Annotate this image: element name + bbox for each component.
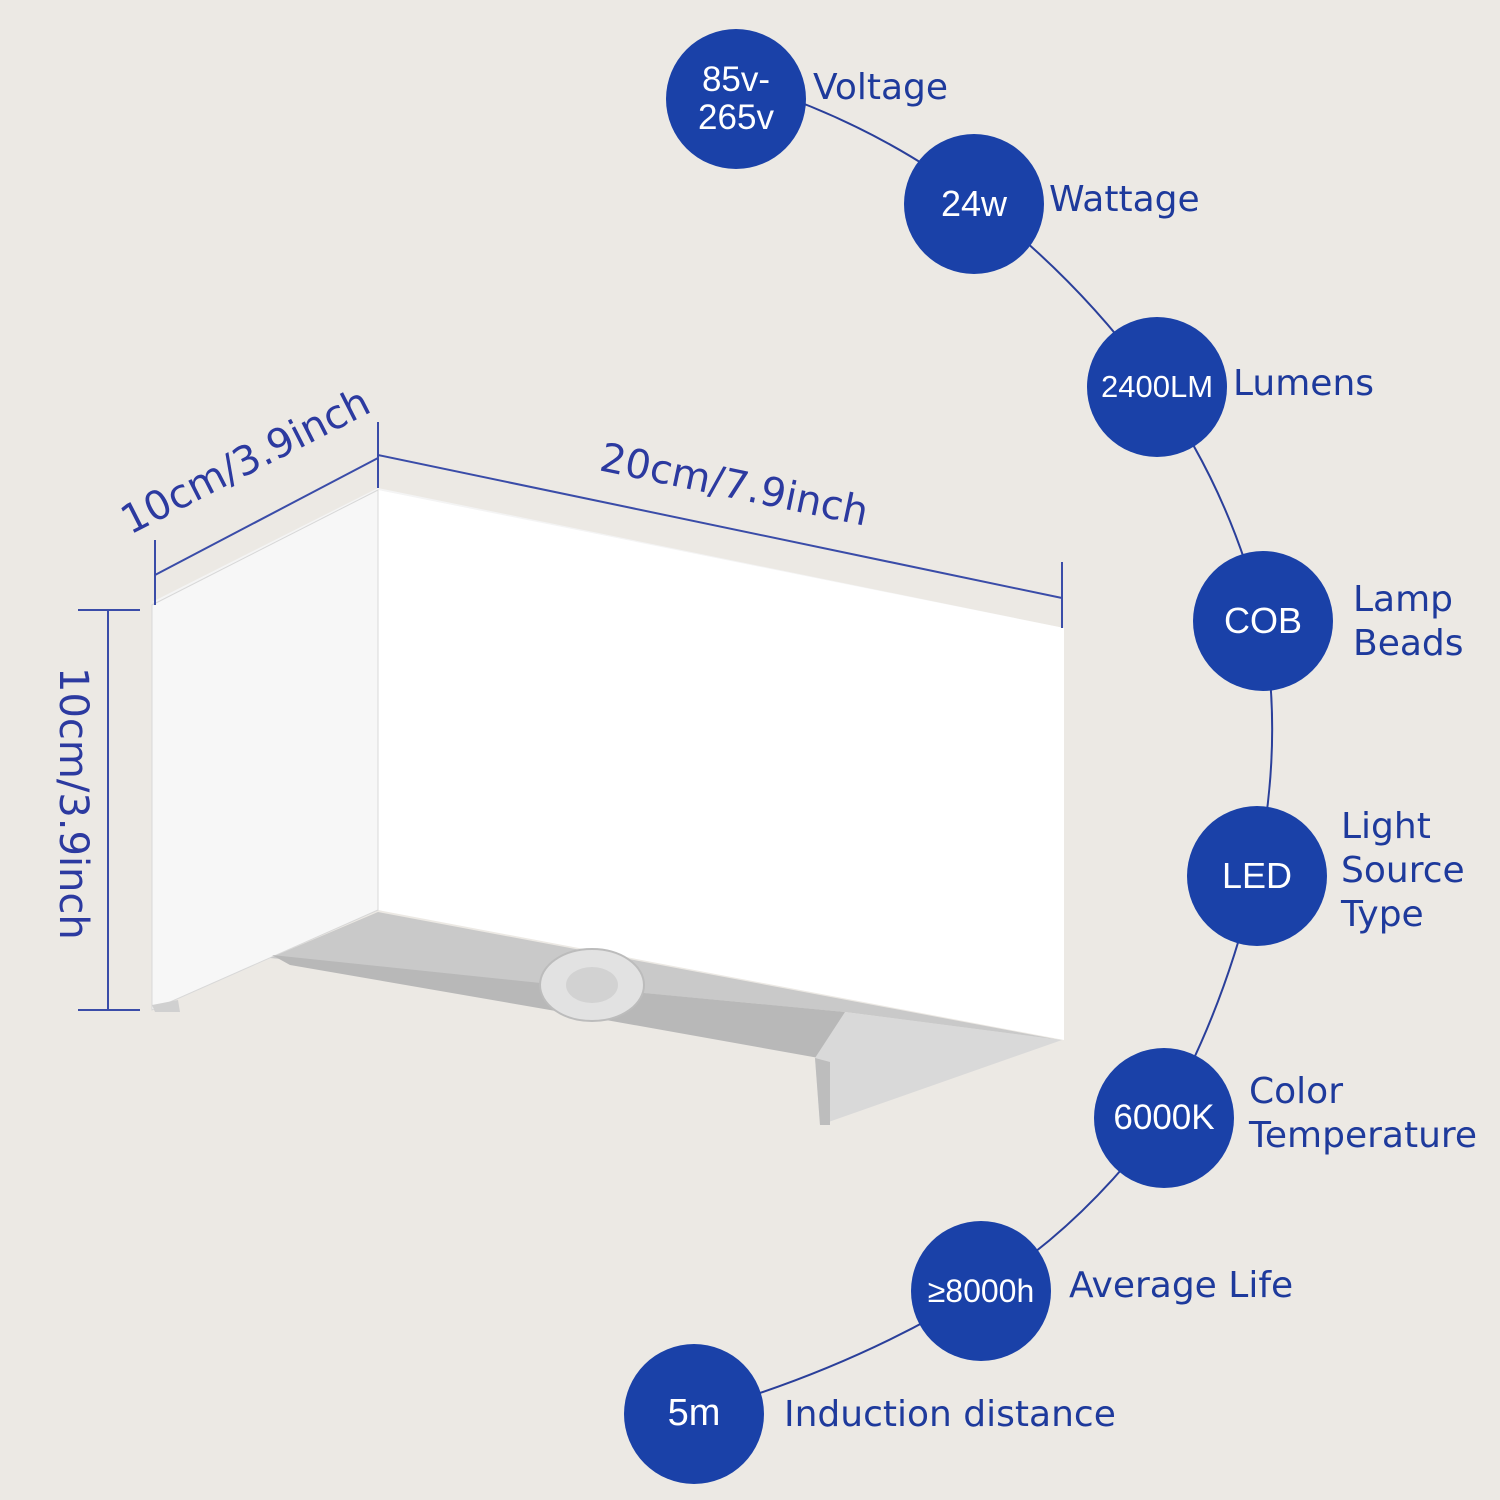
average-life-value: ≥8000h — [927, 1272, 1035, 1309]
voltage-label: Voltage — [813, 67, 949, 108]
height-dimension-label: 10cm/3.9inch — [50, 667, 96, 940]
average-life-badge: ≥8000h — [911, 1221, 1051, 1361]
color-temperature-value: 6000K — [1113, 1098, 1215, 1138]
lamp-beads-value: COB — [1223, 599, 1302, 641]
light-source-label: Light Source Type — [1341, 806, 1465, 935]
light-source-badge: LED — [1187, 806, 1327, 946]
induction-distance-value: 5m — [667, 1392, 721, 1435]
color-temperature-label: Color Temperature — [1249, 1071, 1478, 1156]
wattage-label: Wattage — [1049, 179, 1200, 220]
color-temperature-badge: 6000K — [1094, 1048, 1234, 1188]
lumens-value: 2400LM — [1100, 369, 1214, 405]
average-life-label: Average Life — [1069, 1265, 1294, 1306]
voltage-value: 85v- 265v — [698, 60, 774, 137]
lamp-beads-label: Lamp Beads — [1353, 579, 1464, 664]
lamp-beads-badge: COB — [1193, 551, 1333, 691]
wattage-value: 24w — [940, 182, 1008, 224]
voltage-badge: 85v- 265v — [666, 29, 806, 169]
wattage-badge: 24w — [904, 134, 1044, 274]
lumens-label: Lumens — [1233, 363, 1375, 404]
wall-lamp — [151, 488, 1064, 1125]
lumens-badge: 2400LM — [1087, 317, 1227, 457]
dimension-lines — [78, 422, 1063, 1011]
induction-distance-label: Induction distance — [784, 1394, 1116, 1435]
width-dimension-label: 20cm/7.9inch — [596, 435, 872, 536]
light-source-value: LED — [1221, 854, 1293, 896]
induction-distance-badge: 5m — [624, 1344, 764, 1484]
